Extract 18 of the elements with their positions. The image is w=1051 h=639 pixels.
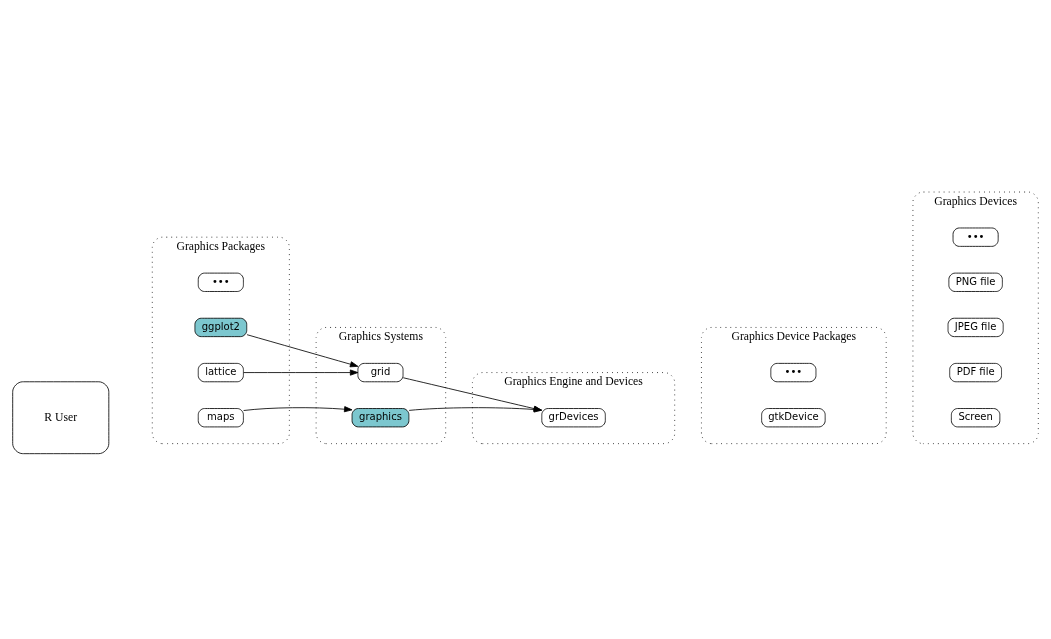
node-box: PNG file [948, 272, 1003, 292]
arrow [243, 369, 359, 376]
node-box: JPEG file [947, 317, 1004, 338]
node-box: lattice [197, 362, 244, 383]
node-box: ••• [770, 362, 817, 383]
node-box: ggplot2 [194, 317, 248, 338]
node-box: ••• [952, 227, 999, 247]
node-box: grid [357, 362, 404, 383]
node-box: ••• [197, 272, 244, 292]
arrow [246, 334, 359, 368]
node-box: Screen [950, 408, 1001, 428]
node-box: gtkDevice [761, 408, 826, 428]
arrow [243, 406, 353, 413]
node-box: PDF file [949, 362, 1002, 383]
node-box: grDevices [541, 408, 606, 428]
node-box: maps [197, 408, 244, 428]
node-box: R User [12, 381, 110, 455]
node-box: graphics [351, 408, 410, 428]
